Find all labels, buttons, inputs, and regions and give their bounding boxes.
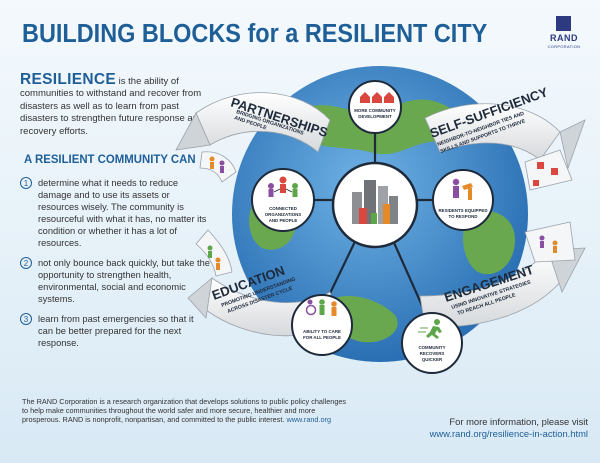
more-info-text: For more information, please visit: [449, 416, 588, 427]
list-item: 3 learn from past emergencies so that it…: [20, 313, 210, 353]
rand-about: The RAND Corporation is a research organ…: [22, 397, 352, 425]
node-label: ORGANIZATIONS: [265, 212, 302, 217]
node-label: TO RESPOND: [449, 214, 478, 219]
item-number: 3: [20, 313, 32, 325]
connected-people-icon: [268, 176, 298, 197]
node-community-development: MORE COMMUNITY DEVELOPMENT: [348, 80, 402, 134]
more-info-link[interactable]: www.rand.org/resilience-in-action.html: [429, 428, 588, 439]
arrow-stub-right-lower: [524, 221, 576, 263]
node-label: DEVELOPMENT: [358, 114, 392, 119]
arrow-self-sufficiency: [424, 103, 586, 170]
node-label: RECOVERS: [420, 351, 445, 356]
item-text: not only bounce back quickly, but take t…: [38, 258, 210, 304]
node-label: RESIDENTS EQUIPPED: [438, 208, 487, 213]
people-icons: [207, 156, 558, 270]
node-label: ABILITY TO CARE: [303, 329, 341, 334]
resident-helper-icon: [452, 178, 473, 200]
rand-logo-mark: [556, 16, 571, 31]
community-heading: A RESILIENT COMMUNITY CAN: [24, 152, 196, 166]
arrow-stub-left-lower: [195, 229, 233, 277]
resilience-definition: RESILIENCE is the ability of communities…: [20, 71, 216, 138]
node-residents-equipped: RESIDENTS EQUIPPED TO RESPOND: [432, 169, 494, 231]
rand-about-text: The RAND Corporation is a research organ…: [22, 397, 347, 425]
resilience-keyword: RESILIENCE: [20, 71, 117, 88]
node-label: CONNECTED: [269, 206, 297, 211]
arrow-stub-left-upper: [199, 151, 237, 183]
list-item: 1 determine what it needs to reduce dama…: [20, 177, 210, 255]
item-number: 2: [20, 257, 32, 269]
node-community-recovers: COMMUNITY RECOVERS QUICKER: [401, 312, 463, 374]
houses-icon: [360, 92, 394, 103]
running-person-icon: [418, 319, 442, 339]
item-number: 1: [20, 177, 32, 189]
care-people-icon: [305, 299, 337, 316]
node-ability-to-care: ABILITY TO CARE FOR ALL PEOPLE: [291, 294, 353, 356]
item-text: determine what it needs to reduce damage…: [38, 178, 207, 248]
arrow-partnerships: [175, 92, 331, 153]
rand-logo-subtitle: CORPORATION: [547, 44, 581, 49]
node-label: AND PEOPLE: [269, 218, 298, 223]
node-label: QUICKER: [422, 357, 443, 362]
node-connected-organizations: CONNECTED ORGANIZATIONS AND PEOPLE: [251, 168, 315, 232]
city-skyline-icon: [352, 180, 398, 224]
node-label: FOR ALL PEOPLE: [303, 335, 341, 340]
item-text: learn from past emergencies so that it c…: [38, 314, 194, 348]
more-info: For more information, please visit www.r…: [408, 416, 588, 440]
rand-about-link[interactable]: www.rand.org: [286, 415, 332, 425]
resilience-definition-text: is the ability of communities to withsta…: [20, 76, 204, 137]
node-label: COMMUNITY: [418, 345, 445, 350]
rand-logo-name: RAND: [550, 33, 578, 43]
page-title: BUILDING BLOCKS for a RESILIENT CITY: [22, 20, 488, 48]
node-label: MORE COMMUNITY: [354, 108, 396, 113]
list-item: 2 not only bounce back quickly, but take…: [20, 257, 210, 313]
rand-logo: RAND CORPORATION: [540, 16, 584, 62]
